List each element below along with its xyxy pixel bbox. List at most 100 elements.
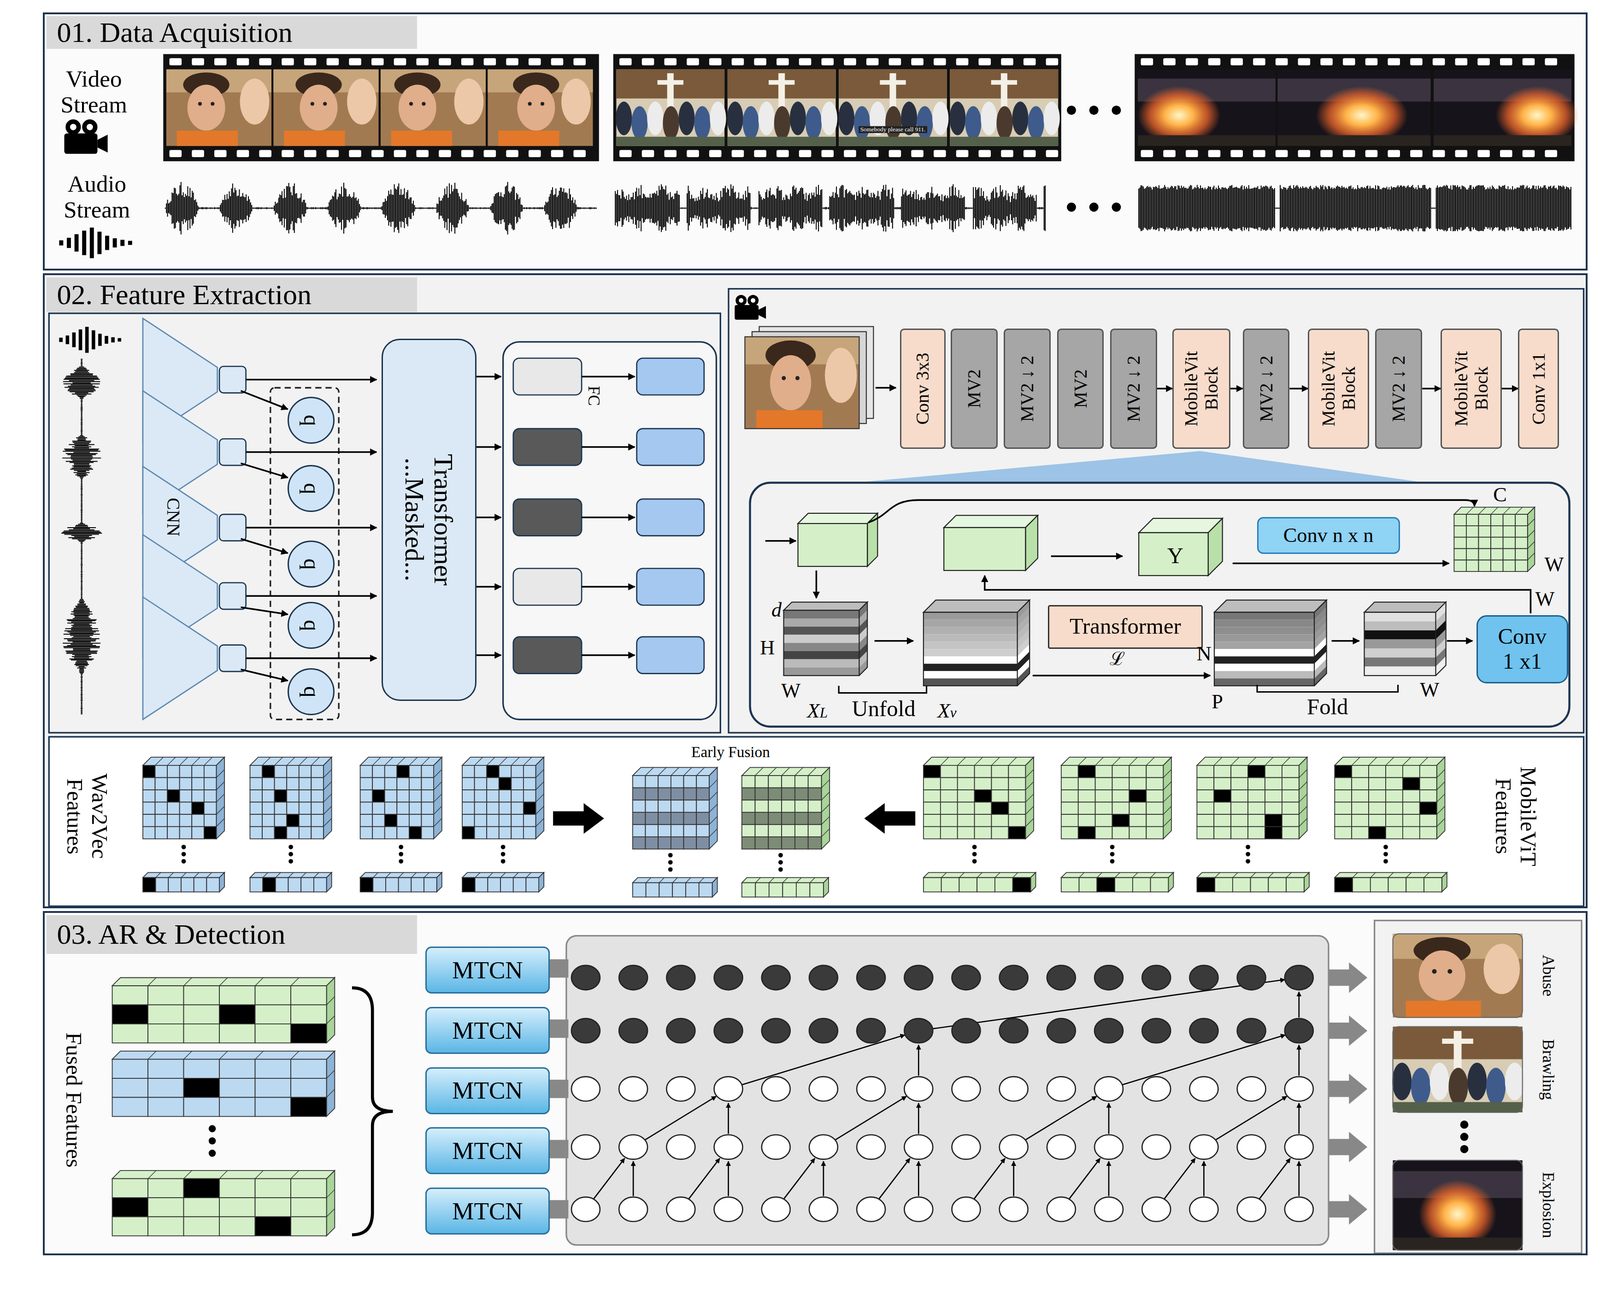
cross xyxy=(657,80,684,85)
grid-cell xyxy=(255,1216,292,1236)
grid-line xyxy=(1132,872,1138,878)
grid-cell xyxy=(755,812,769,825)
floor xyxy=(616,136,725,147)
camera-icon xyxy=(97,134,108,153)
ellipsis-dot xyxy=(668,852,673,858)
grid-cell xyxy=(1095,814,1113,827)
sprocket-hole xyxy=(1141,58,1154,66)
grid-cell xyxy=(741,800,756,813)
grid-line xyxy=(646,877,652,883)
dilated-link xyxy=(1298,1045,1300,1076)
crowd-figure xyxy=(694,105,711,140)
grid-cell xyxy=(1334,789,1352,803)
face xyxy=(1483,943,1520,995)
crowd-figure xyxy=(885,105,902,140)
cube-front xyxy=(943,527,1026,571)
dilated-link xyxy=(1203,1161,1205,1196)
grid-cell xyxy=(523,802,536,815)
grid-cell xyxy=(183,1023,220,1043)
arrow-line xyxy=(474,375,502,378)
grid-cell xyxy=(511,802,524,815)
grid-cell xyxy=(768,836,782,850)
grid-cell xyxy=(155,802,168,815)
grid-cell xyxy=(499,765,512,778)
grid-cell xyxy=(1402,789,1420,803)
text-label: C xyxy=(1493,483,1507,507)
grid-line xyxy=(323,818,332,827)
grid-side xyxy=(1163,757,1172,839)
context-token xyxy=(513,428,582,466)
sprocket-hole xyxy=(416,58,429,66)
audio-icon xyxy=(120,239,125,246)
stack-layer xyxy=(1364,621,1436,631)
camera-icon xyxy=(82,119,98,135)
grid-cell xyxy=(976,877,995,892)
grid-line xyxy=(1250,872,1256,878)
grid-cell xyxy=(923,777,941,790)
sprocket-hole xyxy=(1252,58,1266,66)
arrow-line xyxy=(581,586,635,589)
context-token xyxy=(513,568,582,606)
tcn-unit xyxy=(999,1135,1029,1160)
mtcn-box: MTCN xyxy=(425,1006,550,1054)
sprocket-hole xyxy=(933,150,947,158)
tcn-unit xyxy=(856,1135,886,1160)
grid-line xyxy=(147,1051,157,1060)
grid-line xyxy=(1385,757,1395,766)
grid-cell xyxy=(384,789,398,803)
grid-cell xyxy=(511,765,524,778)
tcn-unit xyxy=(856,965,886,990)
grid-cell xyxy=(957,826,975,840)
grid-cell xyxy=(274,777,288,790)
grid-cell xyxy=(991,765,1009,778)
grid-cell xyxy=(658,836,671,850)
grid-line xyxy=(535,769,545,778)
grid-cell xyxy=(1078,777,1096,790)
grid-cell xyxy=(474,777,488,790)
grid-cell xyxy=(1268,877,1287,892)
grid-cell xyxy=(1286,877,1305,892)
sprocket-hole xyxy=(1432,150,1446,158)
grid-line xyxy=(645,767,654,776)
grid-cell xyxy=(474,814,488,827)
tcn-unit xyxy=(809,1018,838,1043)
grid-cell xyxy=(1112,826,1130,840)
quantizer-circle: q xyxy=(287,540,335,588)
grid-cell xyxy=(794,836,809,850)
dilated-link xyxy=(783,1158,815,1200)
grid-cell xyxy=(274,789,288,803)
ellipsis-dot xyxy=(288,852,294,857)
grid-line xyxy=(299,757,308,766)
grid-cell xyxy=(179,789,193,803)
camera-icon xyxy=(70,123,77,131)
grid-line xyxy=(167,757,176,766)
grid-cell xyxy=(194,877,207,892)
arrow-line xyxy=(474,516,502,519)
grid-top xyxy=(1196,872,1310,878)
grid-cell xyxy=(1282,789,1300,803)
grid-line xyxy=(372,757,381,766)
grid-line xyxy=(1213,757,1223,766)
grid-cell xyxy=(696,788,710,801)
grid-cell xyxy=(1213,777,1231,790)
grid-line xyxy=(821,791,830,800)
sprocket-hole xyxy=(281,150,295,158)
grid-cell xyxy=(1334,814,1352,827)
grid-line xyxy=(1466,507,1474,515)
grid-cell xyxy=(274,765,288,778)
tcn-unit xyxy=(571,1076,600,1101)
grid-cell xyxy=(486,789,500,803)
stack-top xyxy=(1214,600,1327,613)
node-label: q xyxy=(298,558,324,570)
grid-cell xyxy=(396,765,410,778)
text-label: W xyxy=(1535,587,1555,611)
node-label: MV2 ↓ 2 xyxy=(1123,335,1144,443)
dilated-link xyxy=(1108,1103,1110,1134)
stack-layer xyxy=(1214,670,1315,679)
arrow-line xyxy=(581,516,635,519)
stack-layer xyxy=(1364,612,1436,622)
node-label: Conv 1 x1 xyxy=(1494,624,1551,674)
tcn-unit xyxy=(1047,1018,1076,1043)
grid-side xyxy=(216,757,225,839)
tcn-unit xyxy=(714,965,743,990)
